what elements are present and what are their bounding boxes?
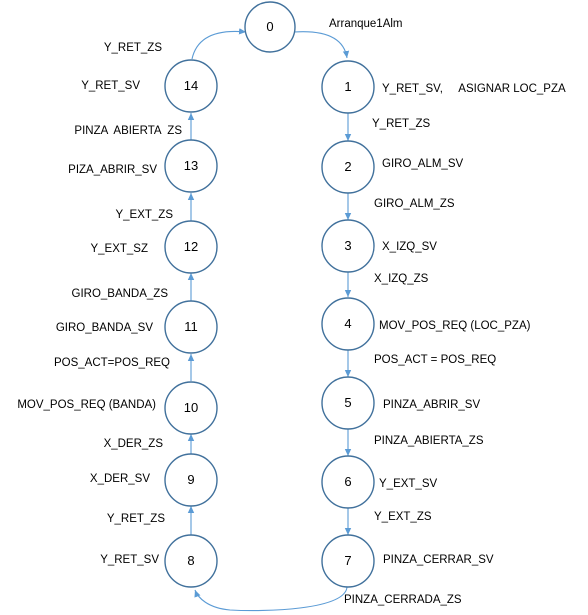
state-1-action: Y_RET_SV, ASIGNAR LOC_PZA (382, 83, 566, 95)
state-0-circle (244, 1, 296, 53)
state-3: 3 (321, 219, 375, 273)
state-14-circle (164, 59, 218, 113)
state-14-action: Y_RET_SV (81, 80, 140, 92)
states: 0 1 2 3 4 5 6 7 (164, 1, 375, 588)
state-10: 10 (164, 381, 218, 435)
transition-4-5-condition: POS_ACT = POS_REQ (374, 354, 496, 366)
state-1: 1 (321, 60, 375, 114)
state-11: 11 (164, 300, 218, 354)
transition-8-9-condition: Y_RET_ZS (107, 513, 165, 525)
state-12-circle (164, 220, 218, 274)
transition-arrows (187, 28, 352, 612)
state-12-action: Y_EXT_SZ (90, 243, 148, 255)
state-0: 0 (244, 1, 296, 53)
state-1-number: 1 (344, 79, 351, 94)
state-8-number: 8 (187, 553, 194, 568)
state-8-action: Y_RET_SV (100, 554, 159, 566)
state-11-number: 11 (184, 319, 198, 334)
state-10-circle (164, 381, 218, 435)
transition-6-7-condition: Y_EXT_ZS (374, 511, 432, 523)
state-2: 2 (321, 140, 375, 194)
state-9-number: 9 (187, 472, 194, 487)
state-7-action: PINZA_CERRAR_SV (383, 554, 494, 566)
state-11-action: GIRO_BANDA_SV (56, 322, 153, 334)
state-4-circle (321, 297, 375, 351)
state-6-number: 6 (344, 474, 351, 489)
state-14-number: 14 (184, 78, 198, 93)
transition-9-10-condition: X_DER_ZS (104, 438, 164, 450)
state-6-circle (321, 455, 375, 509)
transition-11-12-condition: GIRO_BANDA_ZS (72, 288, 169, 300)
state-4-number: 4 (344, 316, 351, 331)
state-12: 12 (164, 220, 218, 274)
state-12-number: 12 (184, 239, 198, 254)
state-0-number: 0 (266, 19, 273, 34)
state-6-action: Y_EXT_SV (379, 478, 437, 490)
state-13-number: 13 (184, 158, 198, 173)
transition-condition-labels: Y_RET_ZS GIRO_ALM_ZS X_IZQ_ZS POS_ACT = … (54, 42, 496, 606)
state-3-action: X_IZQ_SV (382, 241, 437, 253)
state-8-circle (164, 534, 218, 588)
transition-3-4-condition: X_IZQ_ZS (374, 273, 429, 285)
state-9-action: X_DER_SV (90, 473, 150, 485)
state-9: 9 (164, 453, 218, 507)
state-5-circle (321, 376, 375, 430)
transition-2-3-condition: GIRO_ALM_ZS (374, 198, 455, 210)
state-13-action: PIZA_ABRIR_SV (68, 164, 157, 176)
state-2-number: 2 (344, 159, 351, 174)
state-5-number: 5 (344, 395, 351, 410)
state-action-labels: Arranque1Alm Y_RET_SV, ASIGNAR LOC_PZA G… (17, 18, 566, 566)
edge-0-1 (293, 31, 350, 59)
state-5-action: PINZA_ABRIR_SV (383, 399, 480, 411)
state-8: 8 (164, 534, 218, 588)
state-10-action: MOV_POS_REQ (BANDA) (17, 399, 156, 411)
transition-1-2-condition: Y_RET_ZS (372, 118, 430, 130)
edge-14-0 (191, 28, 247, 60)
state-2-circle (321, 140, 375, 194)
transition-10-11-condition: POS_ACT=POS_REQ (54, 357, 170, 369)
state-13: 13 (164, 139, 218, 193)
state-6: 6 (321, 455, 375, 509)
transition-13-14-condition: PINZA ABIERTA ZS (74, 125, 182, 137)
state-13-circle (164, 139, 218, 193)
transition-7-8-condition: PINZA_CERRADA_ZS (344, 594, 462, 606)
state-5: 5 (321, 376, 375, 430)
state-4: 4 (321, 297, 375, 351)
state-7-number: 7 (344, 553, 351, 568)
state-9-circle (164, 453, 218, 507)
transition-5-6-condition: PINZA_ABIERTA_ZS (374, 435, 484, 447)
state-4-action: MOV_POS_REQ (LOC_PZA) (379, 320, 531, 332)
state-2-action: GIRO_ALM_SV (382, 158, 463, 170)
state-10-number: 10 (184, 400, 198, 415)
state-0-action: Arranque1Alm (329, 18, 403, 30)
state-14: 14 (164, 59, 218, 113)
state-1-circle (321, 60, 375, 114)
transition-12-13-condition: Y_EXT_ZS (115, 209, 173, 221)
edge-7-8 (194, 586, 348, 612)
state-7: 7 (321, 534, 375, 588)
state-7-circle (321, 534, 375, 588)
state-11-circle (164, 300, 218, 354)
transition-14-0-condition: Y_RET_ZS (104, 42, 162, 54)
state-3-number: 3 (344, 238, 351, 253)
state-3-circle (321, 219, 375, 273)
